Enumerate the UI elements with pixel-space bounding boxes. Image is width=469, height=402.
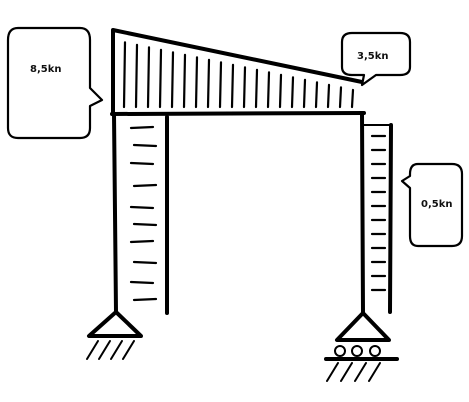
right-support-triangle [335, 311, 391, 342]
hatch-line [158, 48, 163, 109]
ground-hatch-line [110, 340, 123, 360]
hatch-line [132, 143, 158, 148]
right-roller-support [324, 311, 399, 382]
hatch-line [302, 78, 307, 109]
hatch-line [254, 68, 259, 109]
hatch-line [314, 81, 319, 109]
hatch-line [129, 239, 155, 244]
left-beam-load-label: 8,5kn [30, 64, 61, 75]
hatch-line [194, 56, 199, 109]
hatch-line [170, 51, 175, 109]
left-column-hatching [129, 125, 158, 302]
hatch-line [242, 66, 247, 109]
ground-hatch-line [340, 362, 353, 382]
right-beam-load-label: 3,5kn [357, 51, 388, 62]
hatch-line [122, 41, 127, 109]
left-column-outer [112, 112, 118, 314]
hatch-line [218, 61, 223, 109]
hatch-line [338, 86, 343, 109]
right-load-boundary [388, 123, 393, 314]
hatch-line [182, 53, 187, 109]
right-column-load [362, 123, 393, 314]
ground-hatch-line [122, 340, 135, 360]
hatch-line [230, 63, 235, 109]
ground-hatch-line [368, 362, 381, 382]
hatch-line [129, 280, 155, 285]
hatch-line [132, 222, 158, 227]
hatch-line [350, 88, 355, 109]
right-beam-load-callout: 3,5kn [340, 31, 412, 87]
left-beam-load-callout: 8,5kn [6, 26, 104, 140]
right-column-load-label: 0,5kn [421, 199, 452, 210]
hatch-line [129, 125, 155, 130]
hatch-line [278, 73, 283, 109]
hatch-line [132, 260, 158, 265]
roller-wheel [351, 345, 363, 357]
beam-distributed-load [111, 28, 364, 116]
beam [110, 111, 366, 116]
hatch-line [326, 83, 331, 109]
ground-hatch-line [98, 340, 111, 360]
roller-wheel [369, 345, 381, 357]
right-column-hatching [370, 134, 387, 292]
left-support-triangle [87, 310, 143, 338]
hatch-line [132, 183, 158, 188]
hatch-line [129, 205, 155, 210]
right-column-load-callout: 0,5kn [400, 162, 464, 248]
left-column-load [129, 115, 169, 315]
beam-load-hatching [122, 41, 355, 109]
ground-hatch-line [354, 362, 367, 382]
callout-bubble [340, 31, 412, 87]
left-pinned-support [86, 310, 143, 360]
roller-wheel [334, 345, 346, 357]
callout-bubble [400, 162, 464, 248]
hatch-line [134, 43, 139, 109]
hatch-line [206, 58, 211, 109]
ground-hatch-line [86, 340, 99, 360]
ground-hatch-line [326, 362, 339, 382]
hatch-line [290, 76, 295, 109]
hatch-line [266, 71, 271, 109]
hatch-line [129, 161, 155, 166]
frame [110, 111, 366, 315]
hatch-line [132, 297, 158, 302]
beam-load-outline [111, 28, 364, 116]
hatch-line [146, 46, 151, 109]
callout-bubble [6, 26, 104, 140]
right-column [360, 111, 365, 315]
